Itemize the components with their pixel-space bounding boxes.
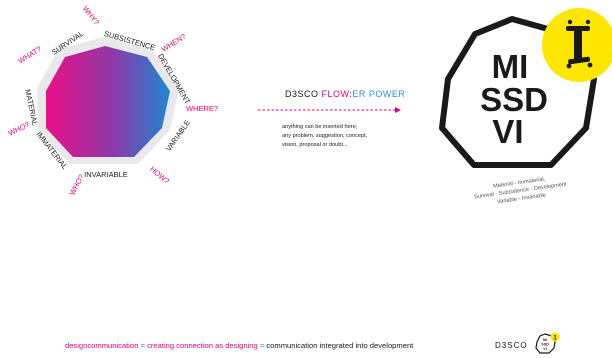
i-figure-icon	[542, 8, 612, 82]
footer-eq-2: =	[258, 341, 267, 350]
logo-row-ssd: SSD	[480, 81, 548, 118]
title-power: POWER	[366, 89, 406, 99]
logo-row-vi: VI	[492, 113, 523, 150]
flow-description-line-1: anything can be inserted here;	[282, 124, 358, 130]
mini-logo-row-1: MI	[543, 338, 547, 342]
mini-logo-badge	[550, 332, 560, 342]
title-prefix: D3SCO	[285, 89, 322, 99]
title-colon: :	[349, 89, 352, 99]
question-who-bottom: WHO?	[68, 173, 87, 197]
title-flow: FLOW	[322, 89, 350, 99]
question-where: WHERE?	[186, 104, 218, 113]
question-how: HOW?	[148, 164, 171, 185]
footer-mini-logo: MI SSD VI 1	[535, 332, 560, 354]
question-what: WHAT?	[16, 44, 43, 65]
label-invariable: INVARIABLE	[84, 170, 128, 179]
footer-rest: communication integrated into developmen…	[266, 341, 414, 350]
footer-eq-1: =	[138, 341, 147, 350]
logo-caption: Material - Immaterial, Survival - Subsis…	[474, 176, 568, 205]
heptagon-diagram: SUBSISTENCE DEVELOPMENT VARIABLE INVARIA…	[7, 4, 218, 197]
missdvi-logo: MI SSD VI Material - Immaterial, Surviva…	[439, 8, 612, 205]
mini-logo-badge-text: 1	[553, 336, 557, 342]
logo-row-mi: MI	[492, 48, 529, 85]
mini-logo-row-2: SSD	[541, 343, 549, 347]
footer-brand: D3SCO	[495, 341, 528, 350]
flow-description-line-2: any problem, suggestion, concept,	[282, 133, 368, 139]
flow-power-block: D3SCO FLOW:ER POWER anything can be inse…	[258, 89, 405, 148]
footer-tagline: designcommunication = creating connectio…	[65, 341, 414, 350]
footer-design: designcommunication	[65, 341, 138, 350]
question-who-left: WHO?	[7, 120, 31, 138]
question-why: WHY?	[81, 4, 101, 27]
flow-power-title: D3SCO FLOW:ER POWER	[285, 89, 405, 99]
title-er: ER	[352, 89, 366, 99]
question-when: WHEN?	[160, 32, 188, 54]
mini-logo-row-3: VI	[543, 347, 546, 351]
flow-description-line-3: vision, proposal or doubt...	[282, 142, 348, 148]
footer-creating: creating connection as designing	[147, 341, 258, 350]
footer: designcommunication = creating connectio…	[65, 332, 560, 354]
heptagon-gradient	[46, 46, 170, 157]
